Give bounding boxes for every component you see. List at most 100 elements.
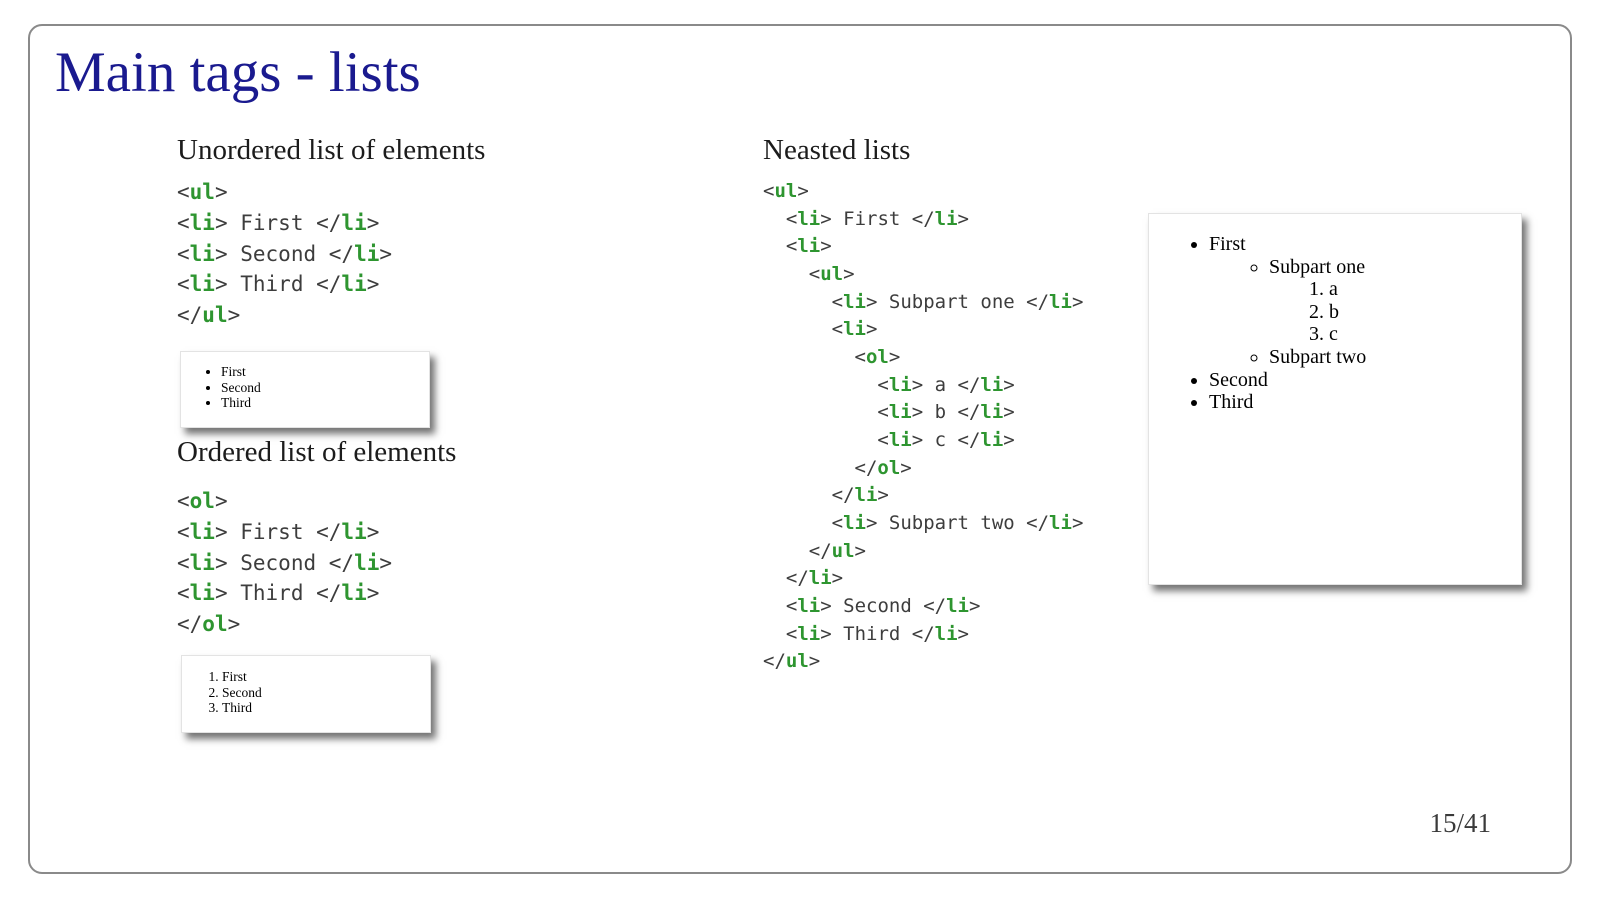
code-tag-name: li xyxy=(980,428,1004,451)
code-tag-name: ol xyxy=(877,456,901,479)
rendered-nested-circle-list: Subpart oneabcSubpart two xyxy=(1209,256,1517,369)
code-tag-name: li xyxy=(341,272,367,297)
code-bracket: > xyxy=(1003,428,1015,451)
section-heading-unordered-list: Unordered list of elements xyxy=(177,134,486,166)
code-tag-name: li xyxy=(808,567,832,590)
code-tag-name: ol xyxy=(202,612,228,636)
code-bracket: < xyxy=(831,318,844,341)
code-line: <li> c </li> xyxy=(763,427,1083,455)
code-tag-name: li xyxy=(1049,290,1072,313)
list-item-label: Third xyxy=(1209,391,1254,414)
list-item-label: a xyxy=(1329,278,1338,301)
code-tag-name: li xyxy=(888,428,912,451)
code-text xyxy=(763,263,809,285)
code-line: <li> xyxy=(763,316,1083,344)
code-tag-name: ul xyxy=(202,303,228,327)
code-bracket: < xyxy=(177,210,190,235)
code-tag-name: li xyxy=(189,272,215,297)
list-item: a xyxy=(1329,278,1517,301)
code-tag-name: li xyxy=(189,241,215,266)
code-tag-name: li xyxy=(189,210,215,235)
code-block-ordered-list: <ol><li> First </li><li> Second </li><li… xyxy=(177,486,392,640)
code-bracket: </ xyxy=(911,207,935,230)
code-bracket: < xyxy=(763,180,775,202)
code-bracket: > xyxy=(214,489,228,513)
code-bracket: > xyxy=(865,318,878,341)
code-tag-name: li xyxy=(354,241,380,266)
code-bracket: </ xyxy=(316,519,342,544)
code-bracket: < xyxy=(177,272,190,297)
code-bracket: > xyxy=(831,567,844,590)
code-line: <li> a </li> xyxy=(763,372,1083,400)
code-bracket: > xyxy=(1071,290,1084,313)
page-title: Main tags - lists xyxy=(55,41,421,104)
code-bracket: > xyxy=(911,373,924,396)
code-bracket: </ xyxy=(808,539,832,562)
code-line: <li> b </li> xyxy=(763,399,1083,427)
code-bracket: </ xyxy=(957,373,981,396)
code-line: <ol> xyxy=(177,486,392,517)
code-line: </ul> xyxy=(177,300,392,331)
code-bracket: < xyxy=(177,489,190,513)
code-line: <ul> xyxy=(177,177,392,208)
code-tag-name: li xyxy=(189,519,215,544)
rendered-unordered-list: FirstSecondThird xyxy=(181,364,423,411)
code-line: <li> Second </li> xyxy=(177,239,392,270)
code-text: First xyxy=(831,207,912,230)
code-tag-name: li xyxy=(934,207,958,230)
code-bracket: < xyxy=(877,373,889,396)
code-tag-name: li xyxy=(341,519,367,544)
code-bracket: < xyxy=(785,207,798,230)
code-text xyxy=(763,595,786,617)
code-line: </ol> xyxy=(763,455,1083,483)
code-bracket: > xyxy=(865,290,878,313)
code-line: <li> First </li> xyxy=(177,517,392,548)
code-bracket: > xyxy=(366,210,380,235)
code-bracket: < xyxy=(177,550,190,575)
code-text: b xyxy=(923,401,958,424)
code-line: <li> Third </li> xyxy=(177,578,392,609)
code-text: c xyxy=(923,428,958,451)
list-item: c xyxy=(1329,323,1517,346)
code-text: First xyxy=(227,519,317,544)
code-tag-name: ol xyxy=(865,345,889,368)
code-bracket: < xyxy=(177,581,190,606)
code-bracket: > xyxy=(900,456,912,479)
code-bracket: > xyxy=(366,519,380,544)
code-tag-name: li xyxy=(189,581,215,606)
code-bracket: > xyxy=(854,539,866,562)
code-text xyxy=(763,401,877,423)
code-tag-name: li xyxy=(1049,511,1072,534)
code-bracket: > xyxy=(214,241,228,266)
code-tag-name: li xyxy=(843,511,866,534)
code-text: Third xyxy=(831,622,912,645)
list-item: First xyxy=(222,669,424,685)
code-tag-name: ul xyxy=(820,262,844,285)
code-tag-name: ul xyxy=(785,650,809,673)
code-bracket: < xyxy=(785,594,798,617)
code-bracket: < xyxy=(877,428,889,451)
code-bracket: > xyxy=(1071,511,1084,534)
code-text xyxy=(763,540,809,562)
code-bracket: > xyxy=(379,241,393,266)
code-text: Second xyxy=(227,550,329,575)
code-bracket: > xyxy=(808,650,821,673)
code-text xyxy=(763,291,832,313)
code-tag-name: li xyxy=(797,594,821,617)
code-tag-name: li xyxy=(843,290,866,313)
code-line: </ol> xyxy=(177,609,392,640)
code-line: <li> Third </li> xyxy=(177,269,392,300)
code-tag-name: li xyxy=(946,594,969,617)
code-line: <li> Subpart one </li> xyxy=(763,289,1084,317)
code-bracket: > xyxy=(865,511,878,534)
code-line: <li> First </li> xyxy=(177,208,392,239)
code-line: <li> First </li> xyxy=(763,206,1083,234)
code-bracket: > xyxy=(888,345,901,368)
code-tag-name: li xyxy=(888,401,912,424)
code-bracket: > xyxy=(366,581,380,606)
code-bracket: </ xyxy=(1026,511,1050,534)
code-bracket: > xyxy=(877,484,889,507)
code-line: <ul> xyxy=(763,178,1083,206)
code-text xyxy=(763,623,786,645)
code-bracket: > xyxy=(843,262,855,285)
